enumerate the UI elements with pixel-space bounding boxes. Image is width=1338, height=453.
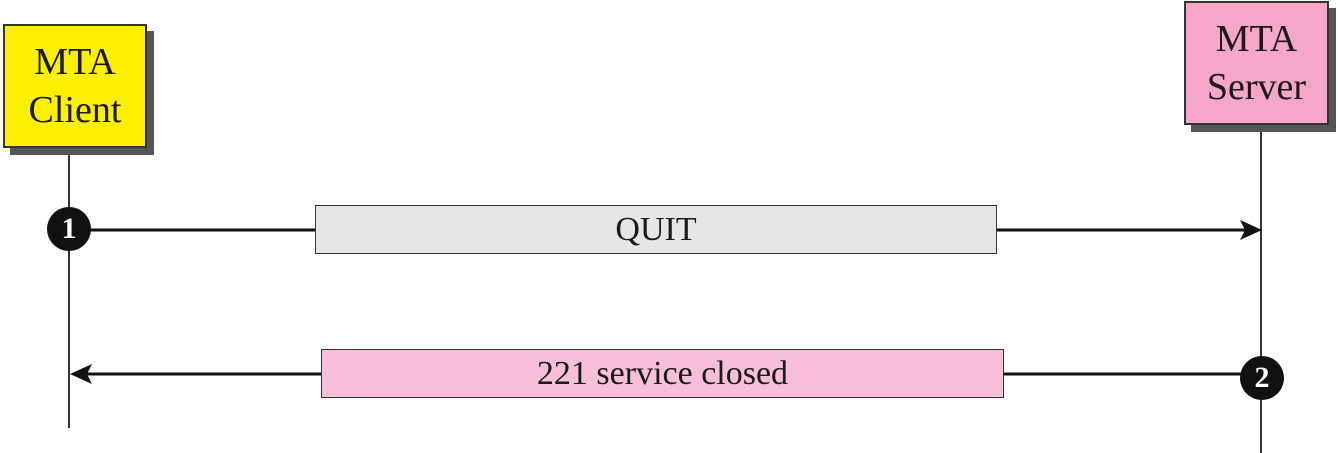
mta-client-label-line1: MTA (34, 41, 116, 83)
mta-server-box: MTA Server (1184, 1, 1329, 125)
mta-server-label-line1: MTA (1215, 18, 1298, 60)
step-2-number: 2 (1254, 361, 1270, 394)
step-1-badge: 1 (47, 207, 91, 251)
mta-client-box: MTA Client (3, 24, 147, 148)
service-closed-message-box: 221 service closed (321, 349, 1004, 398)
mta-client-label-line2: Client (28, 89, 122, 131)
reply-arrowhead (70, 364, 92, 384)
service-closed-message-label: 221 service closed (536, 354, 789, 392)
step-1-number: 1 (61, 212, 77, 245)
quit-message-box: QUIT (315, 205, 997, 254)
step-2-badge: 2 (1240, 356, 1284, 400)
quit-message-label: QUIT (615, 210, 697, 248)
mta-server-label-line2: Server (1206, 66, 1307, 108)
quit-arrowhead (1240, 220, 1262, 240)
